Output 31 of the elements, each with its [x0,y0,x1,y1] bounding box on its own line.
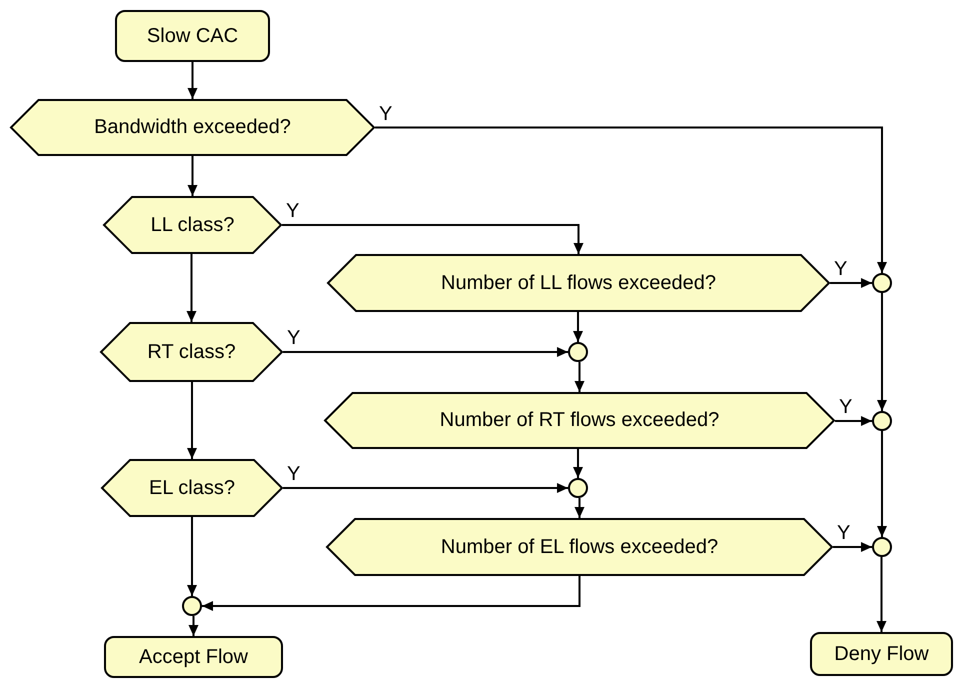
arrow [833,542,872,552]
decision-text: Number of RT flows exceeded? [440,409,720,432]
arrow [877,431,887,537]
arrow [282,224,584,254]
step-text: Accept Flow [139,646,248,668]
arrow [574,362,584,392]
decision-text: RT class? [147,340,236,364]
arrow [188,156,198,196]
arrow [283,347,568,357]
arrow [573,312,583,342]
arrow [188,616,198,636]
arrow [202,576,580,611]
arrow [876,557,886,632]
arrow [186,254,196,322]
arrow [283,483,568,493]
arrow [573,449,583,478]
arrow [375,126,887,273]
arrow [187,517,197,596]
arrow [187,382,197,459]
arrow [830,278,872,288]
decision-text: LL class? [150,214,234,236]
arrow [877,293,887,411]
decision-text: EL class? [149,476,235,500]
decision-text: Number of LL flows exceeded? [441,272,716,294]
step-text: Slow CAC [146,24,238,48]
arrow [574,498,584,518]
arrow [835,416,872,426]
arrow [188,62,198,99]
decision-text: Bandwidth exceeded? [94,116,291,139]
decision-text: Number of EL flows exceeded? [440,536,718,558]
step-text: Deny Flow [834,642,929,666]
